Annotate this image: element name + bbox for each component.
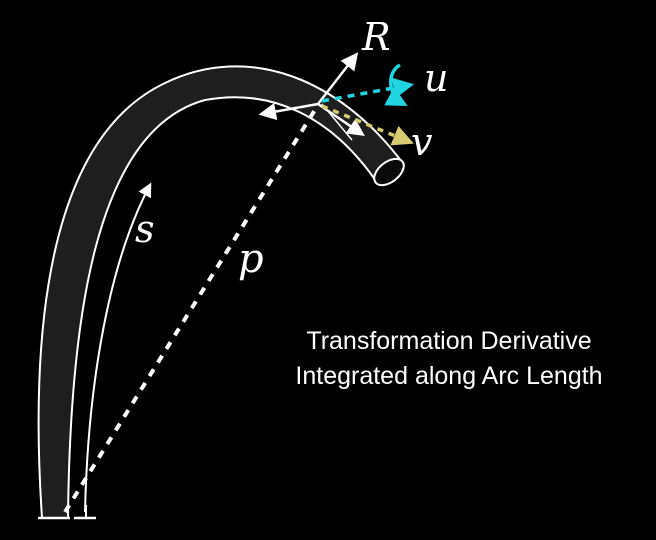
frame-axis-r <box>317 52 359 105</box>
label-u: u <box>424 56 448 100</box>
tube-open-end <box>373 157 405 187</box>
u-rotation-arc <box>384 63 408 106</box>
label-r: R <box>361 15 391 59</box>
caption-line-2: Integrated along Arc Length <box>295 362 602 390</box>
label-s: s <box>135 207 155 251</box>
v-vector <box>321 104 414 146</box>
label-p: p <box>238 236 264 282</box>
arc-length-arrow <box>84 182 152 513</box>
frame-axis-left <box>258 102 319 121</box>
label-v: v <box>411 120 433 164</box>
u-vector <box>321 77 415 103</box>
caption-line-1: Transformation Derivative <box>306 327 591 355</box>
